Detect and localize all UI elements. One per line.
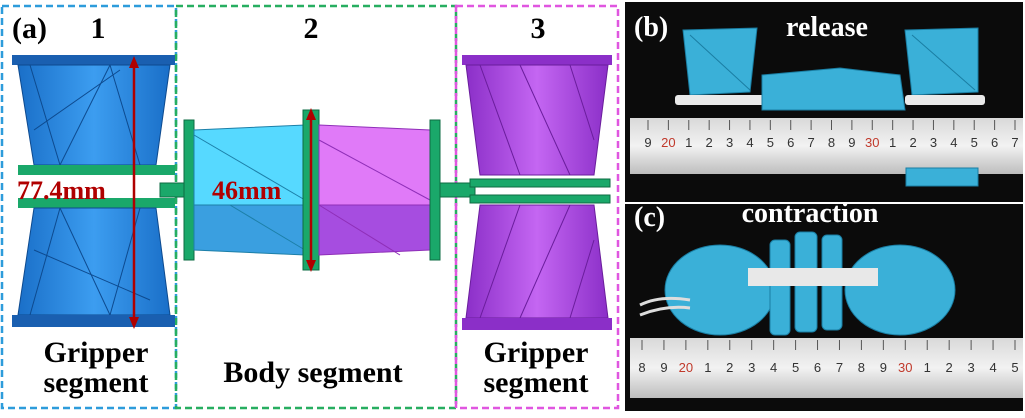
panel-c-label: (c) [634, 202, 666, 233]
right-caption-line2: segment [483, 366, 589, 399]
ruler-contraction-tick-label: 20 [679, 360, 693, 375]
ruler-contraction-tick-label: 3 [748, 360, 755, 375]
ruler-release-tick-label: 30 [865, 135, 879, 150]
ruler-release-tick-label: 7 [807, 135, 814, 150]
gripper-box-right [454, 4, 620, 410]
ruler-release-tick-label: 2 [909, 135, 916, 150]
ruler-release-tick-label: 4 [950, 135, 957, 150]
ruler-contraction-tick-label: 9 [660, 360, 667, 375]
ruler-contraction-tick-label: 8 [638, 360, 645, 375]
ruler-contraction-tick-label: 8 [858, 360, 865, 375]
segment-number-1: 1 [90, 12, 106, 45]
ruler-release-tick-label: 9 [644, 135, 651, 150]
robot-contraction [639, 231, 956, 336]
ruler-contraction-tick-label: 2 [946, 360, 953, 375]
panel-c-title: contraction [741, 198, 879, 229]
ruler-release-tick-label: 2 [706, 135, 713, 150]
ruler-release-tick-label: 1 [685, 135, 692, 150]
ruler-contraction-tick-label: 1 [704, 360, 711, 375]
gripper-box-left [0, 4, 178, 410]
measure-body-label: 46mm [212, 176, 282, 205]
ruler-release-tick-label: 5 [971, 135, 978, 150]
left-caption-line1: Gripper [43, 336, 149, 369]
ruler-release [630, 118, 1023, 174]
ruler-release-tick-label: 6 [991, 135, 998, 150]
ruler-release-tick-label: 8 [828, 135, 835, 150]
ruler-contraction-tick-label: 5 [792, 360, 799, 375]
measure-arrow-gripper [129, 56, 139, 329]
panel-b-label: (b) [634, 12, 669, 43]
ruler-contraction-tick-label: 3 [968, 360, 975, 375]
ruler-release-tick-label: 6 [787, 135, 794, 150]
right-caption-line1: Gripper [483, 336, 589, 369]
ruler-release-tick-label: 20 [661, 135, 675, 150]
ruler-contraction-tick-label: 1 [924, 360, 931, 375]
ruler-contraction-tick-label: 2 [726, 360, 733, 375]
ruler-release-tick-label: 3 [930, 135, 937, 150]
ruler-release-tick-label: 5 [767, 135, 774, 150]
body-module [183, 108, 441, 272]
robot-release [675, 27, 985, 187]
ruler-release-tick-label: 9 [848, 135, 855, 150]
segment-number-2: 2 [303, 12, 319, 45]
ruler-contraction-tick-label: 4 [989, 360, 996, 375]
ruler-release-tick-label: 4 [746, 135, 753, 150]
panel-a-label: (a) [12, 12, 47, 45]
ruler-contraction-tick-label: 4 [770, 360, 777, 375]
ruler-release-tick-label: 1 [889, 135, 896, 150]
ruler-contraction-tick-label: 30 [898, 360, 912, 375]
ruler-release-tick-label: 7 [1011, 135, 1018, 150]
gripper-right [462, 55, 612, 330]
body-caption: Body segment [223, 356, 403, 389]
ruler-contraction-tick-label: 5 [1011, 360, 1018, 375]
ruler-contraction-tick-label: 7 [836, 360, 843, 375]
ruler-contraction [630, 338, 1023, 398]
ruler-release-tick-label: 3 [726, 135, 733, 150]
ruler-contraction-tick-label: 6 [814, 360, 821, 375]
ruler-contraction-tick-label: 9 [880, 360, 887, 375]
left-caption-line2: segment [43, 366, 149, 399]
measure-gripper-label: 77.4mm [17, 176, 106, 205]
segment-number-3: 3 [530, 12, 546, 45]
panel-b-title: release [786, 12, 868, 43]
